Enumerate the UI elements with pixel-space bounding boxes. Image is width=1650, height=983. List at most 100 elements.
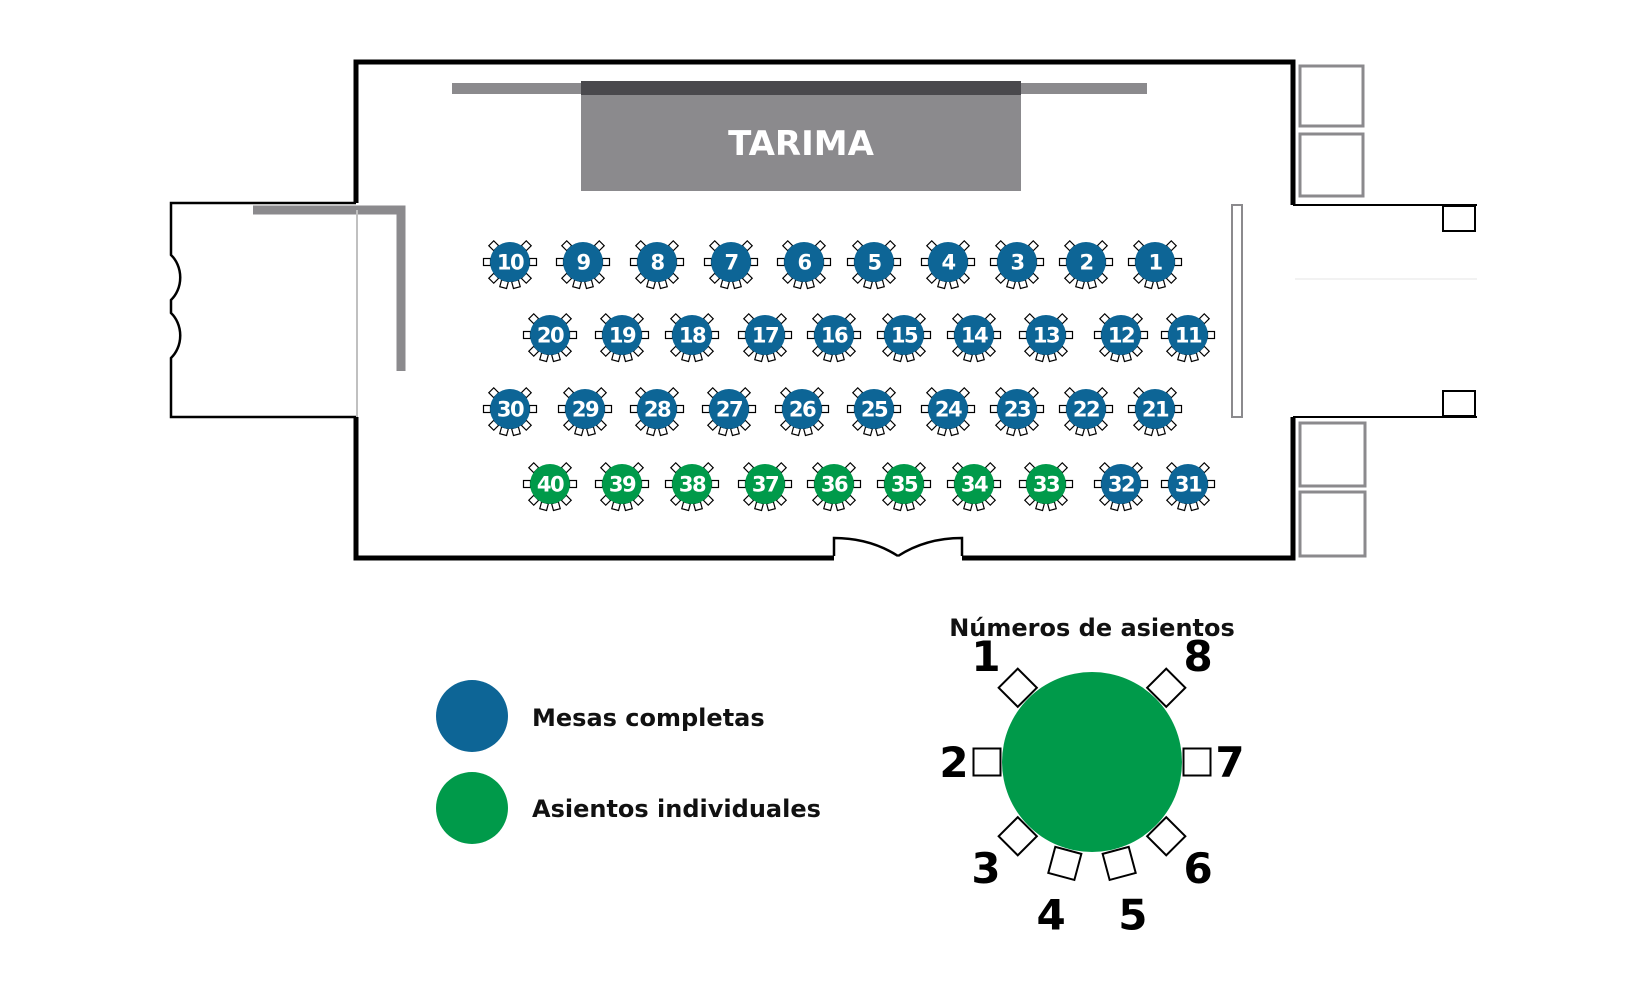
chair [989, 404, 999, 414]
chair [629, 257, 639, 267]
table-top [637, 242, 677, 282]
table-number: 40 [537, 473, 564, 497]
chair [846, 404, 856, 414]
chair [989, 257, 999, 267]
chair [1035, 257, 1045, 267]
chair [710, 330, 720, 340]
table-top [602, 315, 642, 355]
seat-diagram-title: Números de asientos [949, 614, 1235, 642]
stage [581, 81, 1021, 191]
chair [1104, 404, 1114, 414]
chair [852, 330, 862, 340]
table-number: 10 [497, 251, 524, 275]
table-number: 28 [644, 398, 671, 422]
seat-number-5: 5 [1118, 891, 1147, 940]
table-17: 17 [737, 312, 793, 363]
chair [783, 330, 793, 340]
table-top [672, 464, 712, 504]
table-top [1066, 242, 1106, 282]
table-number: 16 [821, 324, 848, 348]
table-29: 29 [557, 386, 613, 437]
table-top [1101, 315, 1141, 355]
table-38: 38 [664, 461, 720, 512]
table-10: 10 [482, 239, 538, 290]
table-36: 36 [806, 461, 862, 512]
table-top [1101, 464, 1141, 504]
table-37: 37 [737, 461, 793, 512]
table-top [1168, 315, 1208, 355]
table-18: 18 [664, 312, 720, 363]
table-number: 6 [797, 251, 811, 275]
table-number: 22 [1073, 398, 1099, 422]
chair [1145, 815, 1187, 857]
table-top [1135, 242, 1175, 282]
seat-number-6: 6 [1183, 844, 1212, 893]
table-number: 34 [961, 473, 988, 497]
table-number: 2 [1079, 251, 1092, 275]
chair [1160, 479, 1170, 489]
table-top [490, 389, 530, 429]
table-25: 25 [846, 386, 902, 437]
left-opening-line [356, 210, 358, 417]
chair [664, 479, 674, 489]
table-top [745, 464, 785, 504]
table-top [1002, 672, 1182, 852]
table-21: 21 [1127, 386, 1183, 437]
table-number: 18 [679, 324, 706, 348]
table-24: 24 [920, 386, 976, 437]
table-number: 19 [609, 324, 636, 348]
table-top [637, 389, 677, 429]
chair [876, 479, 886, 489]
chair [601, 257, 611, 267]
chair [1064, 479, 1074, 489]
chair [522, 479, 532, 489]
chair [822, 257, 832, 267]
chair [749, 257, 759, 267]
hall-walls [353, 59, 1296, 561]
chair [966, 404, 976, 414]
table-number: 9 [576, 251, 590, 275]
stage-label: TARIMA [728, 124, 875, 164]
table-top [997, 242, 1037, 282]
chair [1093, 330, 1103, 340]
table-top [530, 315, 570, 355]
table-31: 31 [1160, 461, 1216, 512]
chair [1058, 257, 1068, 267]
table-26: 26 [774, 386, 830, 437]
chair [1182, 747, 1212, 777]
table-top [672, 315, 712, 355]
chair [528, 404, 538, 414]
table-number: 27 [716, 398, 742, 422]
table-number: 7 [724, 251, 737, 275]
table-top [784, 242, 824, 282]
chair [629, 404, 639, 414]
table-2: 2 [1058, 239, 1114, 290]
chair [594, 479, 604, 489]
table-34: 34 [946, 461, 1002, 512]
table-30: 30 [482, 386, 538, 437]
table-number: 35 [891, 473, 918, 497]
chair [876, 330, 886, 340]
table-number: 32 [1108, 473, 1134, 497]
table-1: 1 [1127, 239, 1183, 290]
table-number: 39 [609, 473, 636, 497]
chair [1139, 330, 1149, 340]
table-number: 5 [867, 251, 881, 275]
seat-number-3: 3 [971, 844, 1000, 893]
chair [806, 330, 816, 340]
seat-number-8: 8 [1183, 632, 1212, 681]
table-top [1168, 464, 1208, 504]
table-top [1026, 315, 1066, 355]
table-39: 39 [594, 461, 650, 512]
table-27: 27 [701, 386, 757, 437]
table-14: 14 [946, 312, 1002, 363]
table-top [490, 242, 530, 282]
table-number: 21 [1142, 398, 1169, 422]
chair [528, 257, 538, 267]
chair [820, 404, 830, 414]
table-12: 12 [1093, 312, 1149, 363]
chair [568, 330, 578, 340]
table-20: 20 [522, 312, 578, 363]
